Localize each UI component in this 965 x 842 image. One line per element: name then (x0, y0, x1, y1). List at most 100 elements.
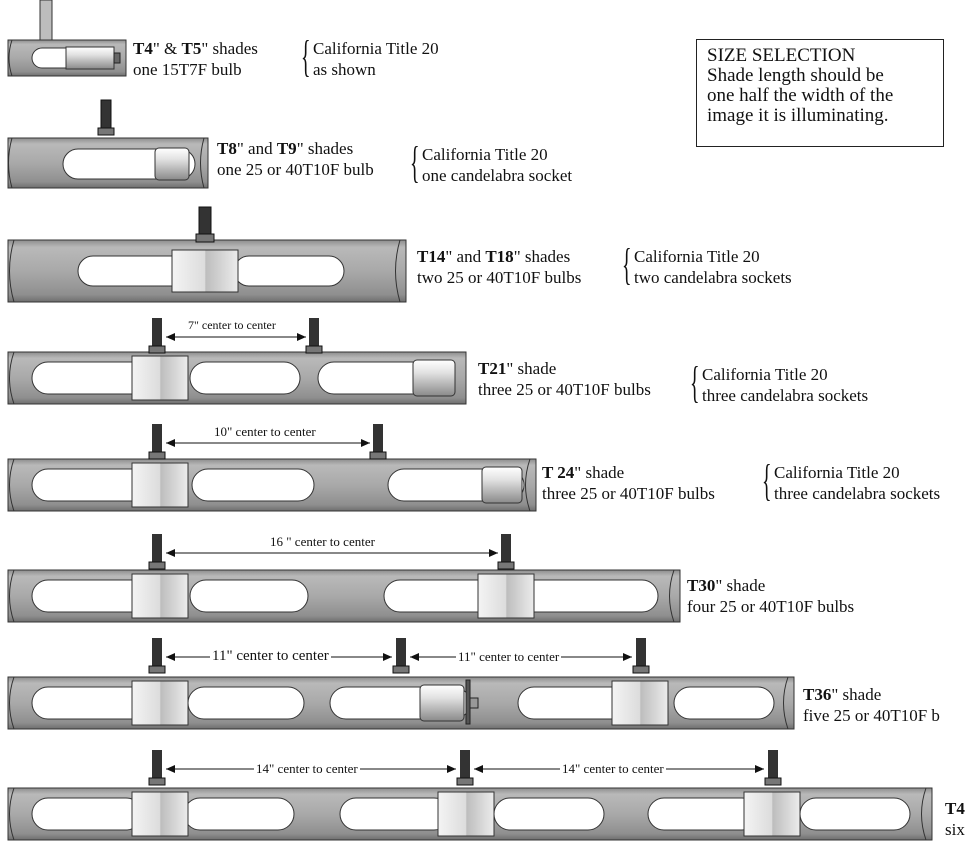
model-suffix: " shades (513, 247, 571, 266)
socket (497, 534, 515, 570)
socket-band (611, 680, 669, 726)
shade-t14t18-title20: { California Title 20 two candelabra soc… (622, 240, 792, 289)
title20-label: California Title 20 (313, 39, 439, 58)
socket-band (437, 791, 495, 837)
shade-t4t5-label: T4" & T5" shades one 15T7F bulb (133, 38, 258, 80)
bulb (481, 466, 523, 504)
shade-t14t18-label: T14" and T18" shades two 25 or 40T10F bu… (417, 246, 581, 288)
bulb (154, 147, 190, 181)
shade-t24-title20: { California Title 20 three candelabra s… (762, 456, 940, 505)
model-suffix: " shade (715, 576, 766, 595)
shade-end-cap (669, 569, 675, 623)
brace-icon: { (690, 358, 700, 407)
spacing-label-t4x-left: 14" center to center (254, 758, 360, 779)
bulb-spec: four 25 or 40T10F bulbs (687, 597, 855, 616)
model-number: T14 (417, 247, 446, 266)
shade-t24-drawing (7, 424, 537, 512)
model-suffix: " shades (296, 139, 354, 158)
model-number: T18 (485, 247, 514, 266)
title20-label: California Title 20 (634, 247, 760, 266)
shade-t21-title20: { California Title 20 three candelabra s… (690, 358, 869, 407)
shade-window (493, 797, 605, 831)
socket (148, 534, 166, 570)
shade-end-cap (395, 239, 401, 303)
shade-t30-label: T30" shade four 25 or 40T10F bulbs (687, 575, 854, 617)
shade-window (183, 797, 295, 831)
shade-end-cap (8, 39, 13, 77)
shade-window (647, 797, 759, 831)
shade-t4x-label: T4 six (945, 798, 965, 842)
brace-icon: { (410, 138, 420, 187)
bulb-spec: five 25 or 40T10F b (803, 706, 940, 725)
shade-window (31, 361, 149, 395)
title20-label: California Title 20 (422, 145, 548, 164)
model-number: T36 (803, 685, 832, 704)
bulb-spec: one 25 or 40T10F bulb (217, 160, 374, 179)
shade-window (189, 579, 309, 613)
shade-window (339, 797, 451, 831)
model-number: T21 (478, 359, 507, 378)
shade-t36-label: T36" shade five 25 or 40T10F b (803, 684, 965, 730)
shade-window (673, 686, 775, 720)
shade-window (517, 579, 659, 613)
socket (392, 638, 410, 674)
socket (148, 424, 166, 460)
bulb-spec: two 25 or 40T10F bulbs (417, 268, 582, 287)
model-number: T8 (217, 139, 237, 158)
shade-t24-label: T 24" shade three 25 or 40T10F bulbs (542, 462, 715, 504)
shade-t8t9-label: T8" and T9" shades one 25 or 40T10F bulb (217, 138, 374, 180)
shade-t4x-drawing (7, 750, 933, 841)
bulb (412, 359, 456, 397)
shade-t8t9-drawing (7, 99, 209, 189)
socket (305, 318, 323, 354)
shade-window (187, 686, 305, 720)
shade-t21-label: T21" shade three 25 or 40T10F bulbs (478, 358, 651, 400)
shade-end-cap (9, 351, 15, 405)
brace-icon: { (622, 240, 632, 289)
bulb-spec: one 15T7F bulb (133, 60, 242, 79)
title20-detail: two candelabra sockets (634, 268, 792, 287)
model-number: T30 (687, 576, 716, 595)
model-suffix: " shade (506, 359, 557, 378)
socket (195, 206, 215, 243)
spacing-label-t4x-right: 14" center to center (560, 758, 666, 779)
shade-t4t5-drawing (7, 0, 127, 77)
title20-detail: three candelabra sockets (702, 386, 869, 405)
model-number: T4 (945, 799, 965, 818)
model-suffix: " shades (201, 39, 258, 58)
size-selection-line: one half the width of the (707, 85, 894, 106)
socket-band (131, 355, 189, 401)
shade-end-cap (9, 239, 15, 303)
socket (148, 750, 166, 786)
socket-band (131, 573, 189, 619)
size-selection-box: SIZE SELECTION Shade length should be on… (696, 39, 944, 147)
model-number: T9 (276, 139, 297, 158)
shade-t4t5-title20: { California Title 20 as shown (301, 32, 439, 81)
size-selection-line: Shade length should be (707, 65, 884, 86)
bulb-base (113, 52, 121, 64)
brace-icon: { (301, 32, 311, 81)
model-joiner: " & (152, 39, 182, 58)
model-suffix: " shade (831, 685, 882, 704)
title20-detail: as shown (313, 60, 376, 79)
shade-t14t18-drawing (7, 206, 407, 303)
shade-t8t9-title20: { California Title 20 one candelabra soc… (410, 138, 572, 187)
size-selection-title: SIZE SELECTION (707, 45, 856, 66)
shade-window (31, 797, 143, 831)
model-joiner: " and (236, 139, 277, 158)
socket-band (171, 249, 239, 293)
bulb-spec: three 25 or 40T10F bulbs (542, 484, 715, 503)
socket (456, 750, 474, 786)
shade-window (31, 686, 149, 720)
brace-icon: { (762, 456, 772, 505)
shade-window (233, 255, 345, 287)
shade-window (191, 468, 315, 502)
bulb-spec: three 25 or 40T10F bulbs (478, 380, 651, 399)
shade-end-cap (9, 676, 15, 730)
socket-band (131, 791, 189, 837)
socket-band (743, 791, 801, 837)
spacing-label-t24: 10" center to center (212, 421, 318, 442)
model-joiner: " and (445, 247, 486, 266)
shade-window (799, 797, 911, 831)
